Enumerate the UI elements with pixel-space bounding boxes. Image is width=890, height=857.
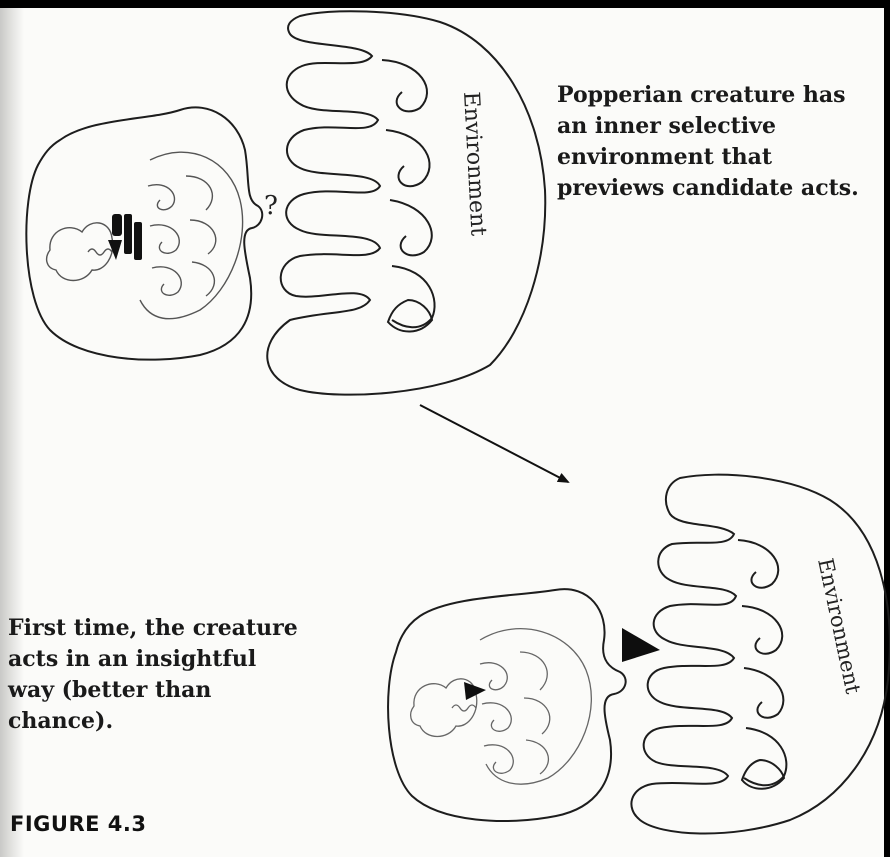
creature-body-bottom (388, 589, 626, 821)
caption-top-line: an inner selective (557, 111, 887, 142)
creature-body-top (26, 107, 262, 359)
caption-bottom-line: acts in an insightful (8, 644, 328, 675)
insight-triangle-inner (464, 682, 486, 700)
caption-bottom-line: way (better than (8, 675, 328, 706)
caption-bottom: First time, the creature acts in an insi… (8, 613, 328, 737)
caption-top: Popperian creature has an inner selectiv… (557, 80, 887, 204)
caption-top-line: environment that (557, 142, 887, 173)
question-mark-top: ? (264, 191, 278, 221)
caption-top-line: previews candidate acts. (557, 173, 887, 204)
figure-label: FIGURE 4.3 (10, 812, 146, 836)
environment-label-top: Environment (458, 91, 491, 237)
environment-shape-top (267, 11, 545, 394)
caption-bottom-line: chance). (8, 706, 328, 737)
environment-label-bottom: Environment (813, 556, 865, 696)
insight-triangle-outer (622, 628, 660, 662)
transition-arrow (420, 405, 568, 482)
caption-top-line: Popperian creature has (557, 80, 887, 111)
caption-bottom-line: First time, the creature (8, 613, 328, 644)
